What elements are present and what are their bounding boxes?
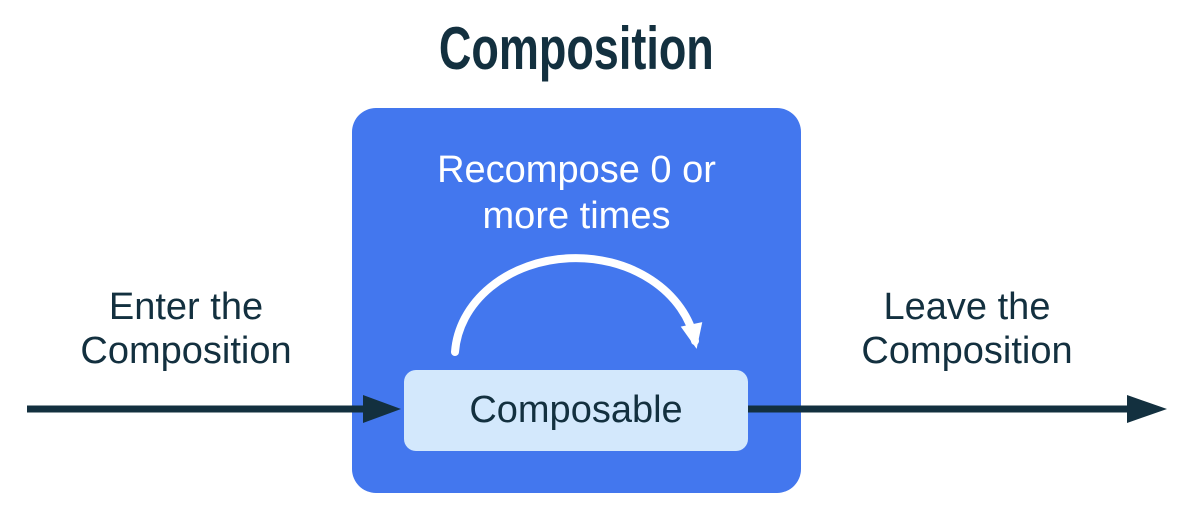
composable-label: Composable xyxy=(469,389,683,431)
page-title: Composition xyxy=(352,15,801,83)
leave-arrow-icon xyxy=(748,395,1167,423)
enter-arrow-icon xyxy=(27,395,401,423)
recompose-label: Recompose 0 or more times xyxy=(437,149,716,237)
enter-composition-label: Enter the Composition xyxy=(80,286,292,372)
composable-box: Composable xyxy=(404,370,748,451)
page-title-text: Composition xyxy=(439,15,714,82)
leave-composition-label: Leave the Composition xyxy=(861,286,1073,372)
